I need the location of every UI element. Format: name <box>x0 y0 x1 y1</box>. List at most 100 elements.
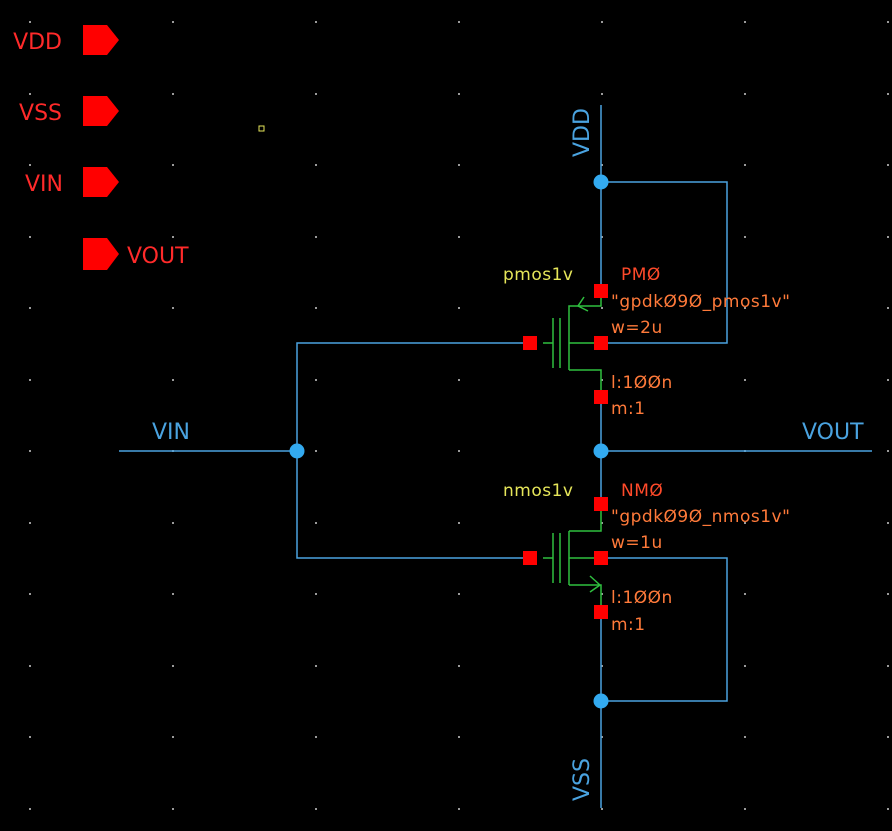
grid-dot <box>29 307 31 309</box>
grid-dot <box>458 93 460 95</box>
grid-dot <box>172 665 174 667</box>
grid-dot <box>29 665 31 667</box>
junction-vin <box>289 443 305 459</box>
grid-dot <box>172 93 174 95</box>
grid-dot <box>887 307 889 309</box>
nmos-transistor[interactable]: nmos1v NMØ "gpdkØ9Ø_nmos1v" w=1u l:1ØØn … <box>503 481 790 635</box>
grid-dot <box>887 21 889 23</box>
wires <box>119 105 872 808</box>
pin-vss-label: VSS <box>19 101 62 126</box>
pin-vout-icon <box>83 238 119 270</box>
grid-dot <box>29 450 31 452</box>
grid-dot <box>172 379 174 381</box>
pin-vss[interactable]: VSS <box>19 96 119 126</box>
grid-dot <box>744 164 746 166</box>
grid-dot <box>172 21 174 23</box>
grid-dot <box>458 665 460 667</box>
pmos-multiplier: m:1 <box>611 399 646 419</box>
junction-vss <box>593 693 609 709</box>
pmos-width: w=2u <box>611 318 663 338</box>
junction-vdd <box>593 174 609 190</box>
grid-dot <box>29 736 31 738</box>
grid-dot <box>601 164 603 166</box>
grid-dot <box>29 379 31 381</box>
origin-marker <box>258 125 265 132</box>
grid-dot <box>601 665 603 667</box>
grid-dot <box>458 21 460 23</box>
grid-dot <box>315 450 317 452</box>
pmos-terminal-body[interactable] <box>594 336 608 350</box>
junction-vout <box>593 443 609 459</box>
pin-vout-label: VOUT <box>127 244 189 269</box>
grid-dot <box>315 665 317 667</box>
grid-dot <box>315 522 317 524</box>
pin-vin-icon <box>83 167 119 197</box>
grid-dot <box>601 307 603 309</box>
grid-dot <box>172 522 174 524</box>
nmos-terminal-body[interactable] <box>594 551 608 565</box>
grid-dot <box>315 736 317 738</box>
grid-dot <box>29 593 31 595</box>
pmos-transistor[interactable]: pmos1v PMØ "gpdkØ9Ø_pmos1v" w=2u l:1ØØn … <box>503 265 790 419</box>
grid-dot <box>29 236 31 238</box>
nmos-terminal-gate[interactable] <box>523 551 537 565</box>
grid-dot <box>744 593 746 595</box>
grid-dot <box>458 307 460 309</box>
grid-dot <box>172 307 174 309</box>
pmos-instance-name: PMØ <box>621 265 661 285</box>
grid-dot <box>458 736 460 738</box>
grid-dot <box>887 164 889 166</box>
grid-dot <box>458 450 460 452</box>
grid-dot <box>744 736 746 738</box>
wire-gate-bus[interactable] <box>296 342 530 559</box>
grid-dot <box>744 379 746 381</box>
nmos-terminal-drain[interactable] <box>594 497 608 511</box>
wire-pmos-body[interactable] <box>601 181 728 344</box>
pin-vout[interactable]: VOUT <box>83 238 189 270</box>
grid-dot <box>458 593 460 595</box>
grid-dot <box>601 379 603 381</box>
grid-dot <box>315 307 317 309</box>
grid-dot <box>29 522 31 524</box>
pin-vin-label: VIN <box>25 172 63 197</box>
nmos-length: l:1ØØn <box>611 588 673 608</box>
grid-dot <box>744 307 746 309</box>
grid-dot <box>315 236 317 238</box>
grid-dot <box>887 379 889 381</box>
pmos-length: l:1ØØn <box>611 373 673 393</box>
grid-dot <box>458 236 460 238</box>
pmos-symbol <box>543 291 602 397</box>
pmos-terminal-gate[interactable] <box>523 336 537 350</box>
grid-dot <box>887 736 889 738</box>
pin-vin[interactable]: VIN <box>25 167 119 197</box>
nmos-terminal-source[interactable] <box>594 605 608 619</box>
grid-dot <box>458 379 460 381</box>
grid-dot <box>601 736 603 738</box>
pmos-terminal-source[interactable] <box>594 390 608 404</box>
nmos-model: "gpdkØ9Ø_nmos1v" <box>611 507 790 527</box>
grid-dot <box>458 808 460 810</box>
grid-dot <box>887 93 889 95</box>
pin-vdd[interactable]: VDD <box>13 25 119 55</box>
grid-dot <box>887 236 889 238</box>
grid-dot <box>887 808 889 810</box>
grid-dot <box>172 808 174 810</box>
grid-dot <box>887 665 889 667</box>
net-label-vout: VOUT <box>802 420 864 445</box>
grid-dot <box>601 593 603 595</box>
net-label-vin: VIN <box>152 420 190 445</box>
pmos-cell-name: pmos1v <box>503 265 574 285</box>
pin-vdd-icon <box>83 25 119 55</box>
grid-dot <box>315 164 317 166</box>
net-label-vss: VSS <box>570 758 595 801</box>
pin-vdd-label: VDD <box>13 30 62 55</box>
grid-dot <box>172 164 174 166</box>
grid-dot <box>172 236 174 238</box>
grid-dot <box>744 93 746 95</box>
grid-dot <box>172 593 174 595</box>
pmos-terminal-drain[interactable] <box>594 284 608 298</box>
grid-dot <box>601 21 603 23</box>
wire-nmos-body[interactable] <box>601 557 728 702</box>
